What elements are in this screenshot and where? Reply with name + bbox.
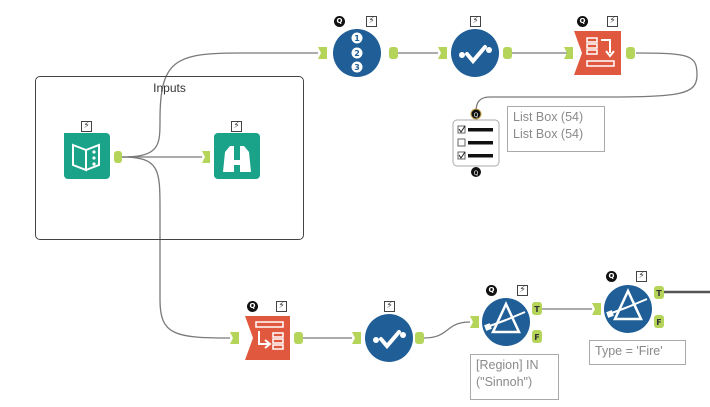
svg-text:1: 1 (354, 34, 360, 43)
output-anchor[interactable] (503, 47, 512, 59)
question-input-anchor[interactable] (470, 108, 482, 120)
question-icon: Q (577, 16, 588, 27)
list-box-annotation: List Box (54) List Box (54) (507, 106, 605, 152)
browse-tool[interactable] (214, 133, 260, 179)
connector-input-to-recordid[interactable] (121, 52, 318, 158)
lightning-bolt-icon: ⚡ (384, 301, 395, 312)
input-anchor[interactable] (470, 316, 479, 328)
connector-crosstab-to-listbox[interactable] (475, 52, 698, 113)
false-output-anchor[interactable] (532, 330, 542, 343)
lightning-bolt-icon: ⚡ (276, 301, 287, 312)
output-anchor[interactable] (114, 151, 122, 163)
lightning-bolt-icon: ⚡ (470, 16, 481, 27)
annotation-line: List Box (54) (513, 127, 584, 141)
filter-type-annotation: Type = 'Fire' (589, 340, 686, 365)
input-anchor[interactable] (230, 332, 239, 344)
question-icon: Q (486, 285, 497, 296)
true-anchor-label: T (534, 305, 540, 314)
list-box-tool[interactable] (452, 119, 500, 167)
input-anchor[interactable] (592, 303, 601, 315)
annotation-line: [Region] IN (476, 358, 539, 372)
connector-input-to-transpose[interactable] (121, 156, 231, 339)
output-anchor[interactable] (415, 332, 424, 344)
lightning-bolt-icon: ⚡ (517, 285, 528, 296)
lightning-bolt-icon: ⚡ (636, 271, 647, 282)
record-id-tool[interactable]: 1 2 3 (333, 29, 381, 77)
input-anchor[interactable] (352, 332, 361, 344)
svg-text:2: 2 (354, 49, 360, 58)
question-icon: Q (247, 301, 258, 312)
input-anchor[interactable] (202, 151, 210, 163)
false-anchor-label: F (656, 318, 661, 327)
input-data-tool[interactable] (64, 133, 110, 179)
output-anchor[interactable] (389, 47, 398, 59)
tool-container-inputs[interactable]: Inputs (35, 76, 304, 240)
connector-unique-to-filter[interactable] (423, 321, 471, 339)
input-anchor[interactable] (564, 47, 573, 59)
input-anchor[interactable] (318, 47, 327, 59)
lightning-bolt-icon: ⚡ (81, 121, 92, 132)
filter-tool-type[interactable] (604, 285, 652, 333)
annotation-line: Type = 'Fire' (595, 344, 663, 358)
output-anchor[interactable] (294, 332, 303, 344)
unique-tool-bottom[interactable] (365, 314, 413, 362)
container-title: Inputs (153, 81, 186, 95)
cross-tab-tool[interactable] (574, 31, 621, 75)
output-anchor[interactable] (626, 47, 635, 59)
annotation-line: ("Sinnoh") (476, 375, 533, 389)
transpose-tool[interactable] (245, 316, 290, 360)
svg-text:Q: Q (474, 170, 479, 177)
unique-tool-top[interactable] (451, 29, 499, 77)
true-output-anchor[interactable] (532, 302, 542, 315)
false-output-anchor[interactable] (654, 315, 664, 328)
annotation-line: List Box (54) (513, 110, 584, 124)
svg-text:3: 3 (354, 63, 360, 72)
false-anchor-label: F (534, 333, 539, 342)
true-output-anchor[interactable] (654, 286, 664, 299)
question-output-anchor[interactable] (471, 167, 481, 177)
lightning-bolt-icon: ⚡ (366, 16, 377, 27)
input-anchor[interactable] (438, 47, 447, 59)
svg-text:Q: Q (474, 112, 479, 119)
filter-tool-region[interactable] (482, 298, 530, 346)
true-anchor-label: T (656, 289, 662, 298)
question-icon: Q (606, 271, 617, 282)
filter-region-annotation: [Region] IN ("Sinnoh") (470, 354, 559, 400)
question-icon: Q (334, 16, 345, 27)
lightning-bolt-icon: ⚡ (231, 121, 242, 132)
lightning-bolt-icon: ⚡ (607, 16, 618, 27)
